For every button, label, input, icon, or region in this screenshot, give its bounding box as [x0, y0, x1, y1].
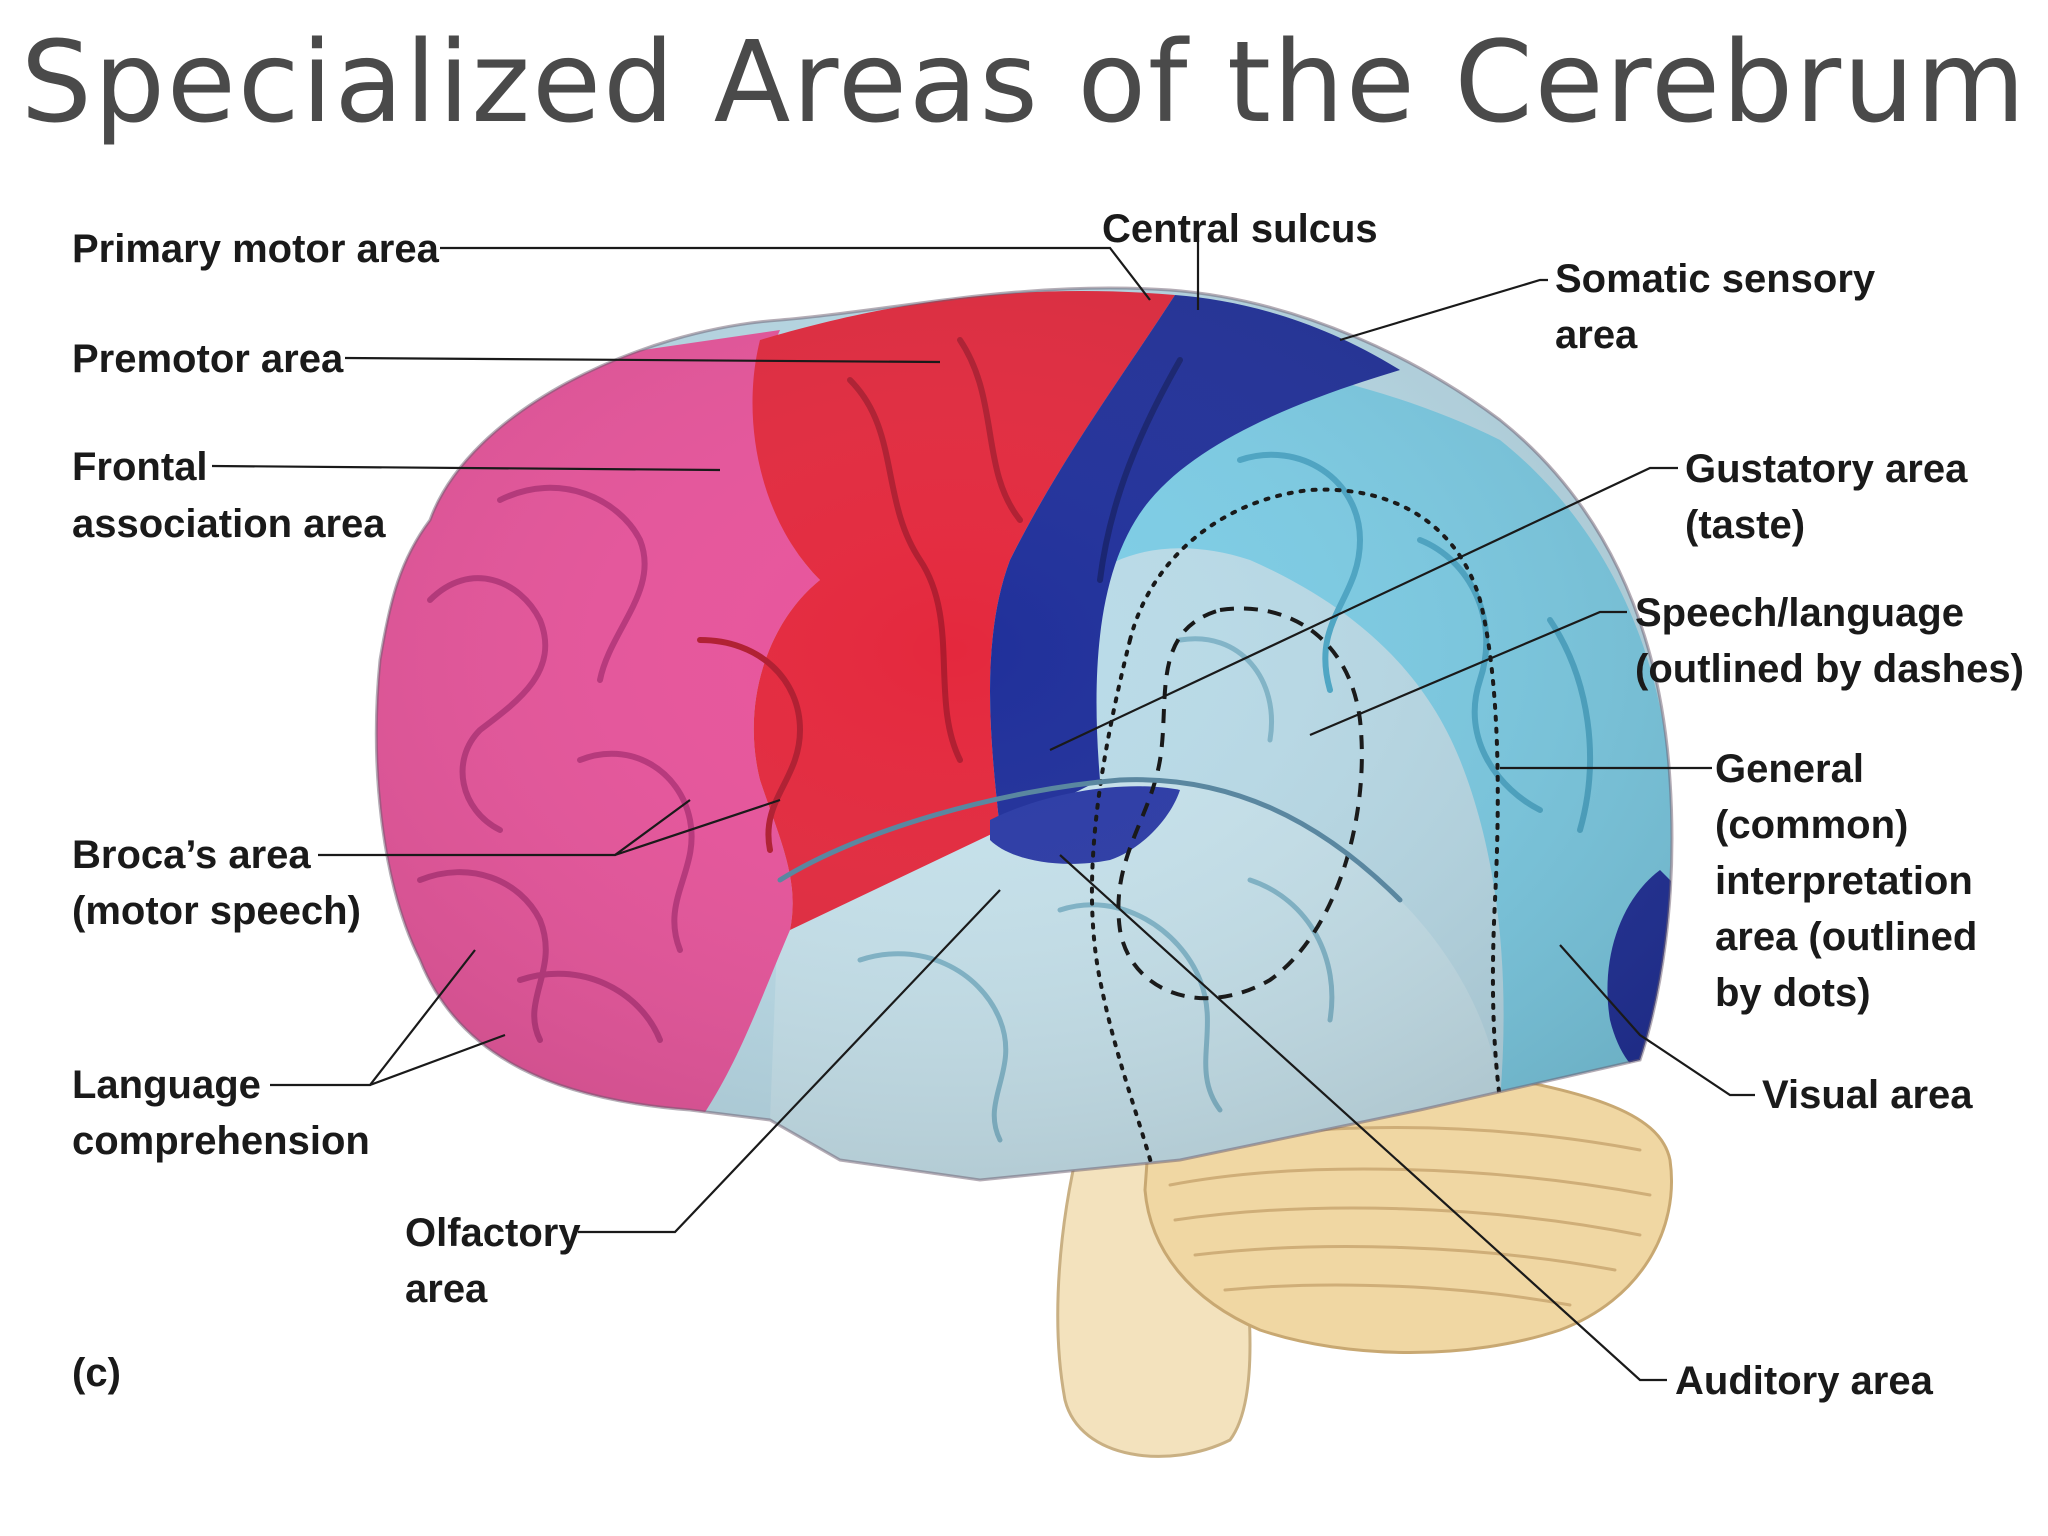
label-general-line3: interpretation [1715, 859, 1973, 903]
label-primary-motor-area: Primary motor area [72, 227, 440, 271]
label-frontal-line2: association area [72, 502, 386, 546]
labels: Primary motor area Premotor area Frontal… [72, 207, 2024, 1403]
slide-title: Specialized Areas of the Cerebrum [20, 18, 2028, 148]
label-gustatory-line2: (taste) [1685, 503, 1805, 547]
figure-letter: (c) [72, 1351, 121, 1395]
label-olfactory-line2: area [405, 1267, 488, 1311]
leader-lines [211, 240, 1755, 1382]
label-language-line2: comprehension [72, 1119, 370, 1163]
label-broca-line2: (motor speech) [72, 889, 361, 933]
label-speech-line1: Speech/language [1635, 591, 1964, 635]
label-general-line4: area (outlined [1715, 915, 1977, 959]
label-visual-area: Visual area [1762, 1073, 1973, 1117]
label-general-line1: General [1715, 747, 1864, 791]
label-gustatory-line1: Gustatory area [1685, 447, 1968, 491]
lateral-sulcus [777, 777, 1403, 903]
label-general-line2: (common) [1715, 803, 1908, 847]
label-somatic-line1: Somatic sensory [1555, 257, 1876, 301]
shading [376, 287, 1672, 1181]
cerebrum-outline [374, 286, 1674, 1182]
label-language-line1: Language [72, 1063, 261, 1107]
label-general-line5: by dots) [1715, 971, 1871, 1015]
label-premotor-area: Premotor area [72, 337, 344, 381]
label-auditory-area: Auditory area [1675, 1359, 1934, 1403]
label-speech-line2: (outlined by dashes) [1635, 647, 2024, 691]
label-olfactory-line1: Olfactory [405, 1211, 581, 1255]
label-central-sulcus: Central sulcus [1102, 207, 1378, 251]
label-broca-line1: Broca’s area [72, 833, 311, 877]
cerebrum [376, 287, 1672, 1181]
label-somatic-line2: area [1555, 313, 1638, 357]
label-frontal-line1: Frontal [72, 445, 208, 489]
